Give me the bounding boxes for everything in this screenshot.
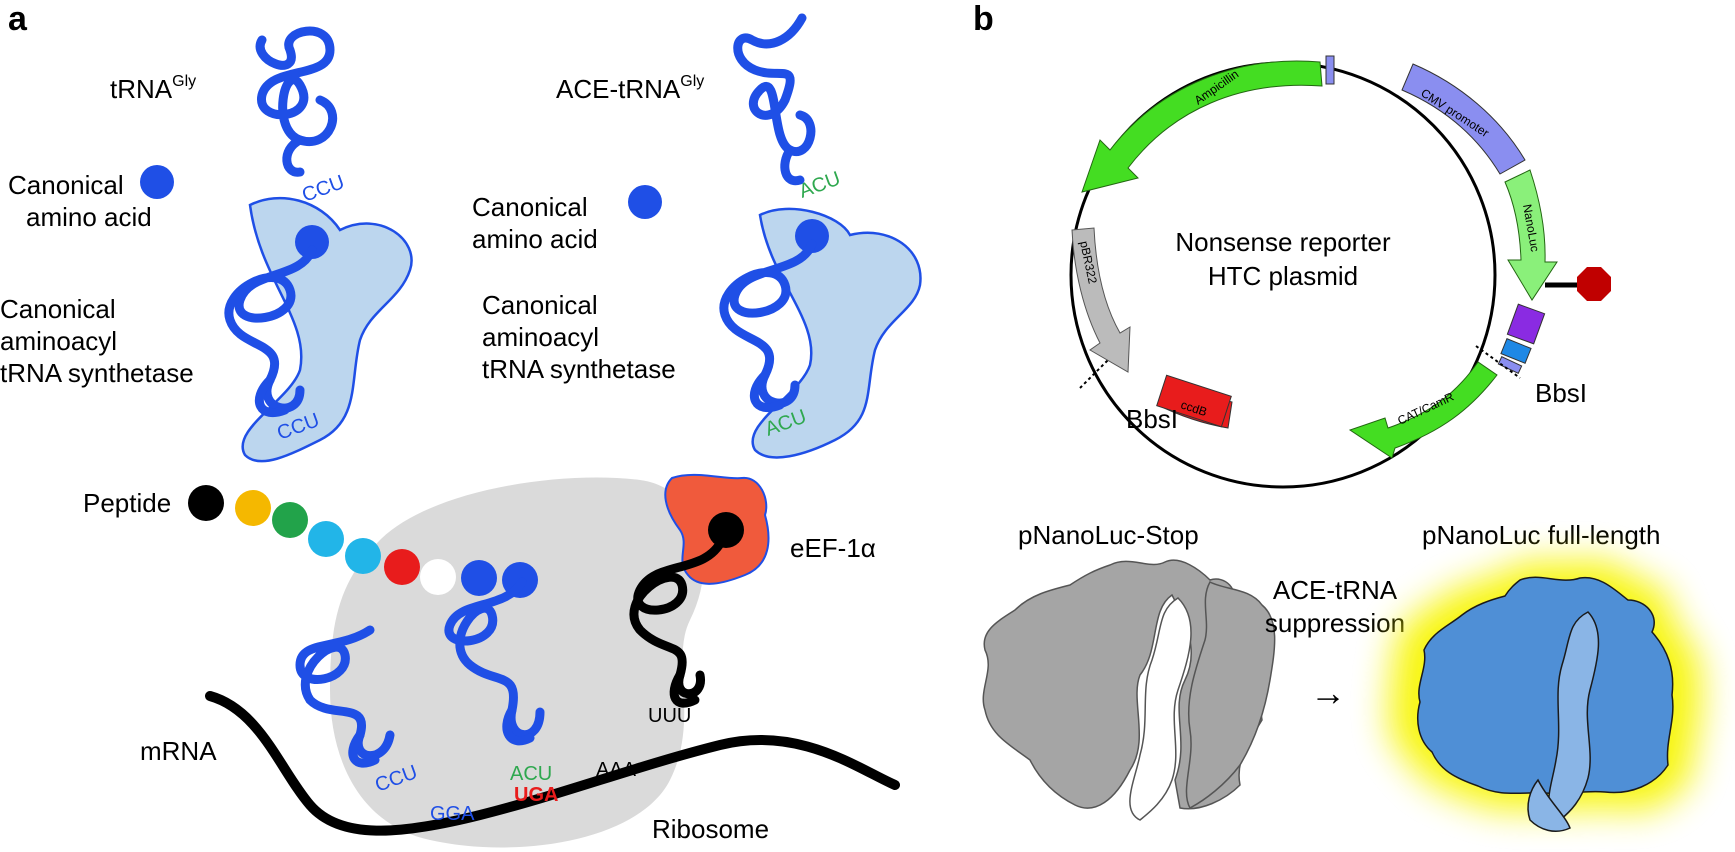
amino-acid-bound-left (295, 225, 329, 259)
pnanoluc-full-protein (1389, 559, 1702, 832)
codon-acu-top: ACU (796, 168, 843, 203)
purple-segment (1506, 303, 1546, 345)
ccdb-box (1156, 374, 1232, 428)
synthetase-left (241, 196, 413, 463)
mrna-strand (205, 691, 900, 836)
cmv-promoter-segment (1401, 63, 1526, 175)
suppression-arrow: → (1310, 672, 1346, 713)
codon-gga: GGA (430, 803, 475, 825)
ace-trna-gly-molecule (733, 13, 816, 186)
pnanoluc-stop-label: pNanoLuc-Stop (1018, 520, 1199, 550)
peptide-residue (461, 560, 497, 596)
codon-aaa: AAA (596, 759, 637, 781)
pnanoluc-stop-protein (982, 559, 1276, 821)
codon-acu-ribo: ACU (510, 763, 552, 785)
small-segment (1497, 356, 1523, 374)
peptide-residue (235, 490, 271, 526)
canonical-amino-acid-line1-left: Canonical (8, 170, 124, 200)
synthetase-label-line1-left: Canonical (0, 294, 116, 324)
trna-gly-molecule (255, 26, 338, 177)
ribosome-label: Ribosome (652, 814, 769, 844)
peptide-label: Peptide (83, 488, 171, 518)
ampicillin-segment (1081, 60, 1323, 193)
amino-acid-circle-left (140, 165, 174, 199)
nanoluc-segment (1504, 169, 1558, 301)
pbr322-segment (1071, 227, 1131, 373)
bbsi-label-right: BbsI (1535, 378, 1587, 408)
amino-acid-circle-right (628, 185, 662, 219)
mrna-label: mRNA (140, 736, 217, 766)
ori-marker (1325, 55, 1335, 85)
plasmid-map: Ampicillin CMV promoter NanoLuc CAT/CamR… (1069, 55, 1611, 489)
ace-trna-gly-label: ACE-tRNAGly (556, 73, 704, 104)
trna-gly-label: tRNAGly (110, 73, 196, 104)
peptide-residue (420, 559, 456, 595)
plasmid-title-line1: Nonsense reporter (1175, 227, 1391, 257)
trna-in-synthetase-right (719, 239, 817, 413)
peptide-residue (188, 485, 224, 521)
peptide-residue (384, 549, 420, 585)
synthetase-label-line1-right: Canonical (482, 290, 598, 320)
suppression-line2: suppression (1265, 608, 1405, 638)
panel-label-a: a (8, 0, 28, 38)
trna-in-synthetase-left (224, 245, 317, 418)
synthetase-label-line3-right: tRNA synthetase (482, 354, 676, 384)
codon-uuu: UUU (648, 705, 691, 727)
panel-label-b: b (973, 0, 994, 38)
blue-segment (1500, 338, 1532, 364)
synthetase-label-line3-left: tRNA synthetase (0, 358, 194, 388)
plasmid-title-line2: HTC plasmid (1208, 261, 1358, 291)
synthetase-label-line2-right: aminoacyl (482, 322, 599, 352)
cat-camr-segment (1348, 361, 1498, 459)
peptide-residue (272, 502, 308, 538)
canonical-amino-acid-line2-left: amino acid (26, 202, 152, 232)
peptide-residue (345, 538, 381, 574)
trna-ribosome-acu (444, 577, 545, 746)
pnanoluc-full-label: pNanoLuc full-length (1422, 520, 1661, 550)
canonical-amino-acid-line2-right: amino acid (472, 224, 598, 254)
peptide-chain (188, 485, 538, 598)
synthetase-label-line2-left: aminoacyl (0, 326, 117, 356)
codon-ccu-top: CCU (299, 171, 347, 206)
stop-sign-icon (1577, 267, 1611, 301)
eef1a-label: eEF-1α (790, 533, 876, 563)
trna-black-uuu (629, 535, 727, 708)
amino-acid-bound-right (795, 219, 829, 253)
bbsi-label-left: BbsI (1126, 404, 1178, 434)
peptide-residue (308, 521, 344, 557)
codon-uga: UGA (514, 784, 558, 806)
trna-ribosome-ccu (295, 625, 395, 768)
eef1a-amino-acid (708, 512, 744, 548)
canonical-amino-acid-line1-right: Canonical (472, 192, 588, 222)
suppression-line1: ACE-tRNA (1273, 575, 1398, 605)
